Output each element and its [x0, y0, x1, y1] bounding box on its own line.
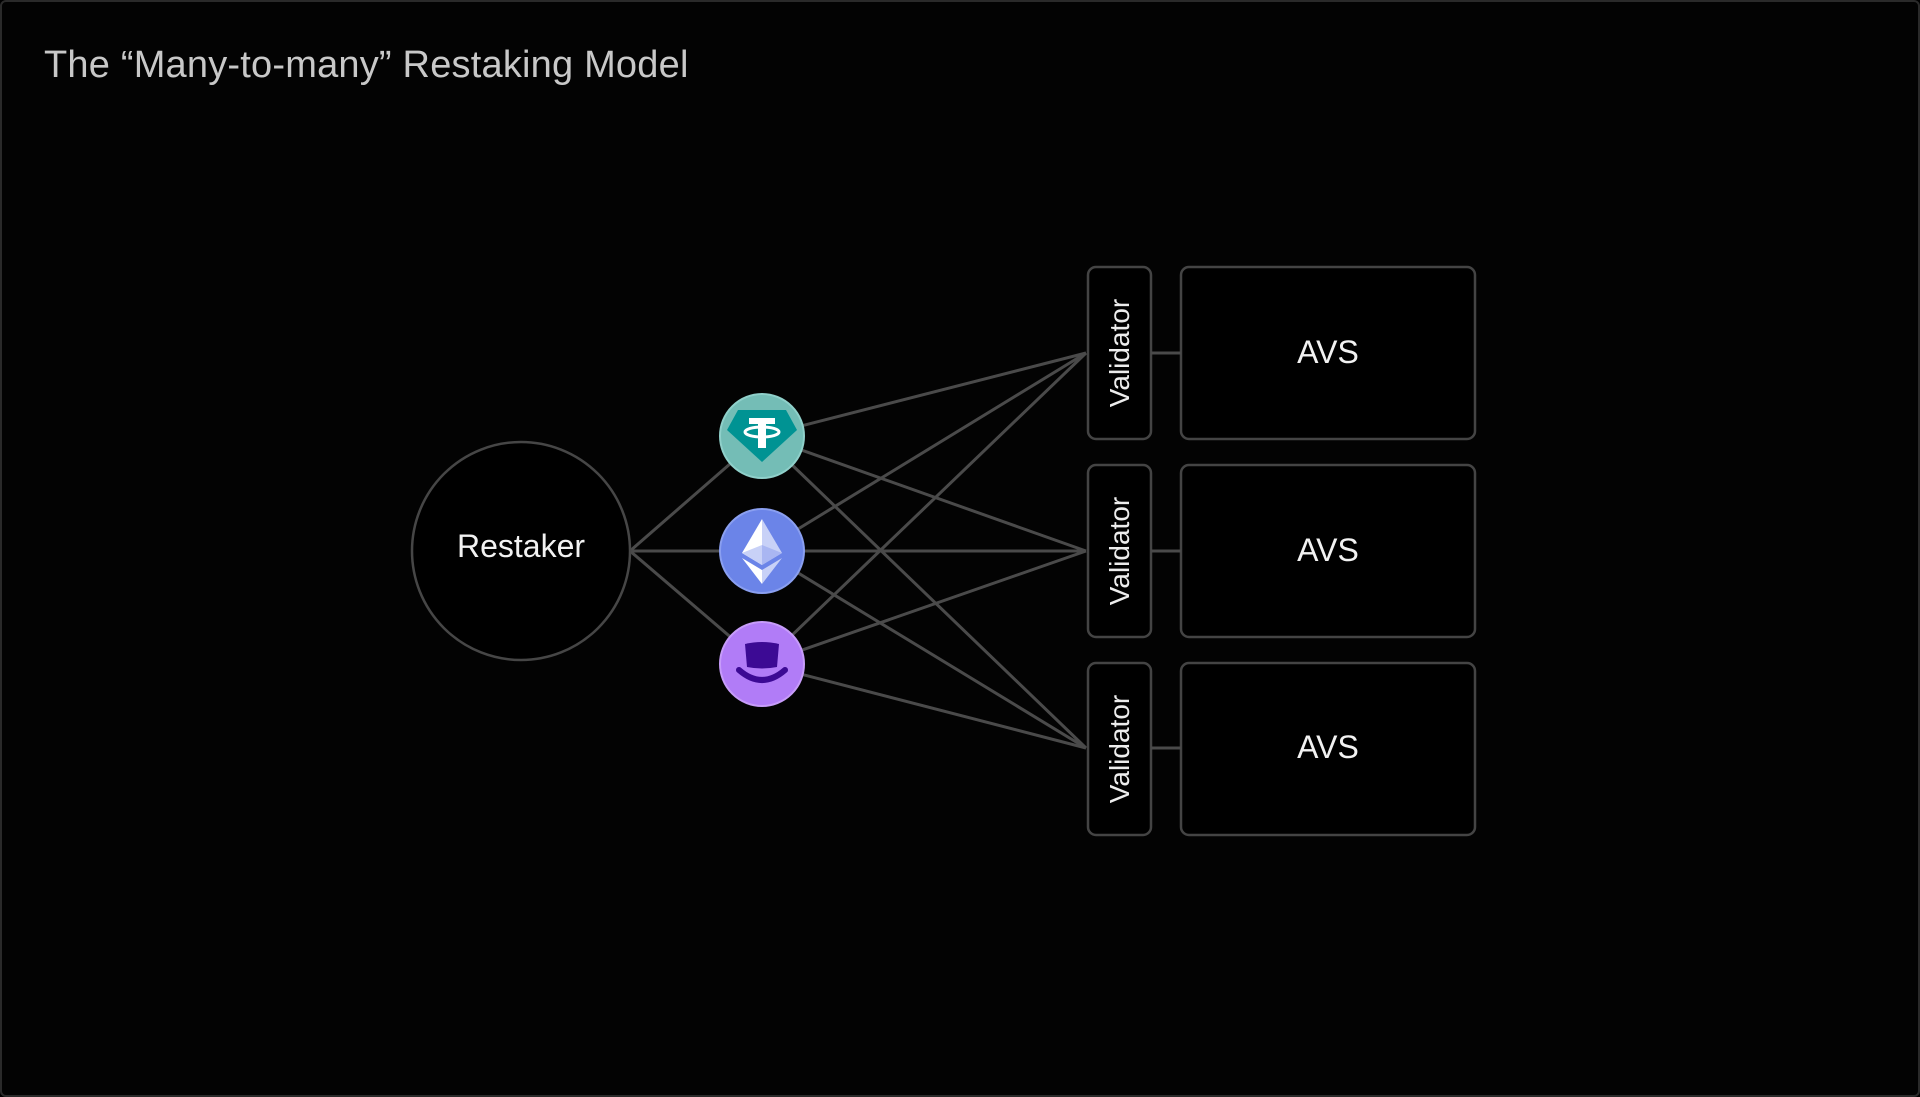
- connectors: [629, 351, 1088, 750]
- validator-label-3: Validator: [1104, 694, 1135, 804]
- token-1-validator-1-link: [802, 351, 1087, 428]
- token-1-validator-2-link: [801, 448, 1087, 553]
- restaker-token-link-1: [629, 462, 732, 553]
- tether-icon: [727, 410, 797, 462]
- avs-label-3: AVS: [1297, 729, 1359, 765]
- restaker-token-link-3: [629, 549, 732, 638]
- restaker-label: Restaker: [456, 528, 586, 564]
- token-1-validator-3-link: [791, 464, 1088, 750]
- token-3-validator-1-link: [791, 351, 1088, 636]
- token-3-validator-2-link: [801, 549, 1087, 652]
- ethereum-icon: [742, 519, 782, 584]
- token-3-validator-3-link: [802, 673, 1087, 750]
- token-ethereum: [719, 508, 805, 594]
- token-tophat: [719, 621, 805, 707]
- top-hat-icon: [736, 642, 788, 683]
- token-tether: [719, 393, 805, 479]
- validator-label-1: Validator: [1104, 298, 1135, 408]
- diagram-title: The “Many-to-many” Restaking Model: [44, 44, 689, 86]
- validator-label-2: Validator: [1104, 496, 1135, 606]
- token-2-validator-1-link: [797, 351, 1087, 531]
- token-2-validator-3-link: [797, 571, 1087, 750]
- avs-label-2: AVS: [1297, 532, 1359, 568]
- restaker-node: [410, 440, 632, 662]
- avs-label-1: AVS: [1297, 334, 1359, 370]
